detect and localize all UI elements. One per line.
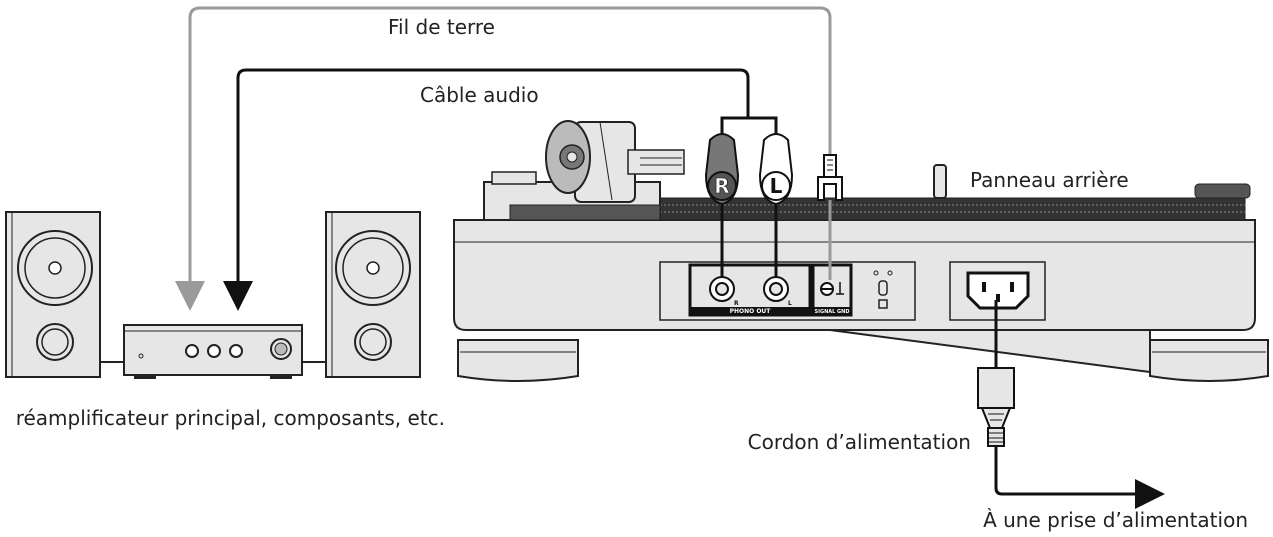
- ground-connector: [817, 154, 843, 201]
- plug-left: [758, 133, 794, 206]
- rear-panel-label: Panneau arrière: [970, 168, 1129, 192]
- plug-right: [704, 133, 740, 206]
- jack-left-label: L: [788, 300, 792, 307]
- ground-wire: [175, 6, 832, 311]
- turntable: [453, 120, 1269, 382]
- power-plug: [977, 367, 1015, 447]
- signal-gnd-block: [811, 263, 853, 317]
- right-foot: [1149, 339, 1269, 382]
- phono-out-label: PHONO OUT: [730, 308, 772, 315]
- audio-cable-split: [720, 116, 778, 140]
- audio-cable-label: Câble audio: [420, 83, 539, 107]
- amplifier-label: réamplificateur principal, composants, e…: [15, 406, 445, 430]
- jack-left: [763, 276, 789, 302]
- right-speaker: [325, 211, 421, 378]
- plug-left-label: L: [770, 174, 783, 198]
- outlet-label: À une prise d’alimentation: [983, 508, 1248, 532]
- left-speaker: [5, 211, 101, 378]
- ground-wire-label: Fil de terre: [388, 15, 495, 39]
- left-foot: [457, 339, 579, 382]
- jack-right: [709, 276, 735, 302]
- jack-right-label: R: [734, 300, 739, 307]
- signal-gnd-label: SIGNAL GND: [815, 309, 850, 315]
- power-cord-label: Cordon d’alimentation: [747, 430, 971, 454]
- power-cord-lower: [994, 446, 1165, 509]
- plug-right-label: R: [714, 174, 729, 198]
- amplifier: [123, 324, 303, 379]
- audio-cable: [223, 68, 750, 311]
